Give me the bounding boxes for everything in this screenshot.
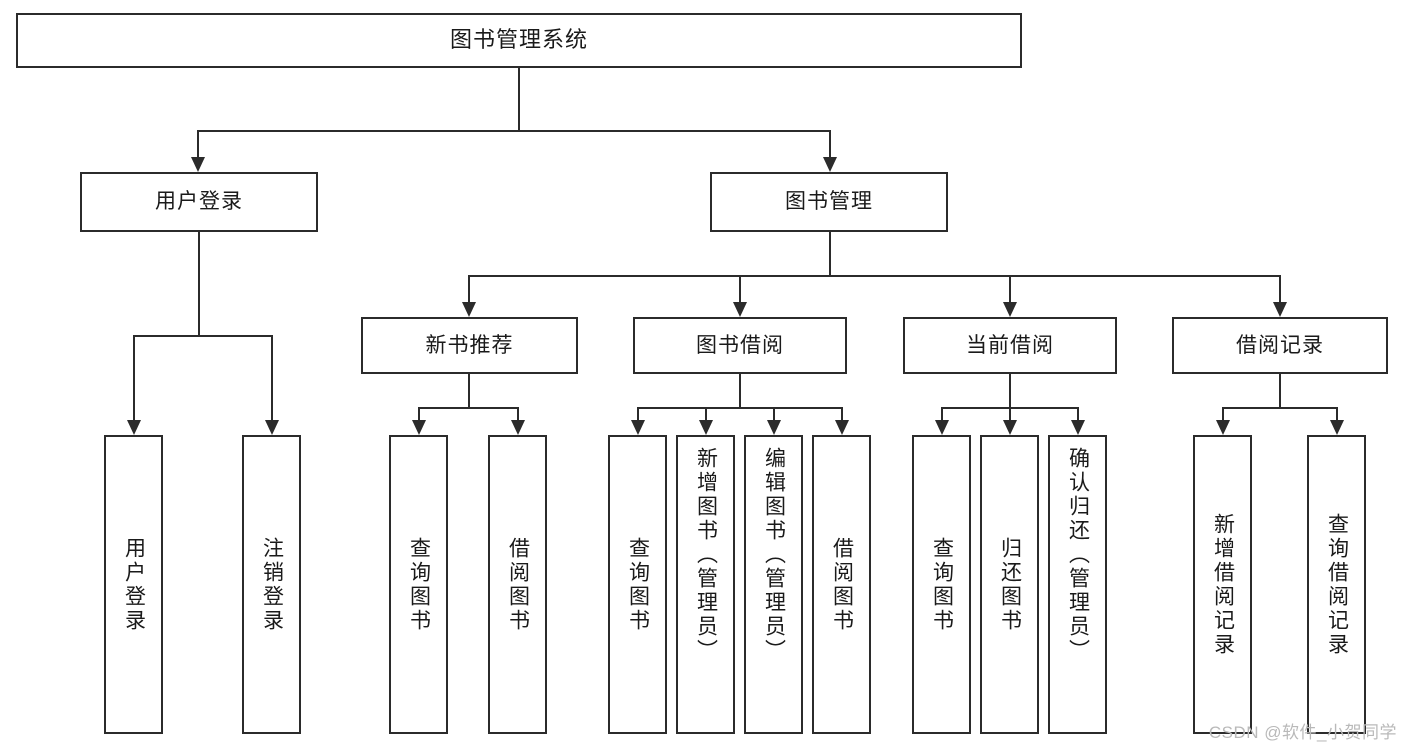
connector-book-borrow-to-leaf-3 [841, 407, 843, 420]
connector-new-book-to-leaf-1 [517, 407, 519, 420]
arrowhead-book-borrow-leaf-3 [835, 420, 849, 435]
connector-user-login-to-leaf-0 [133, 335, 135, 420]
node-label: 图书借阅 [696, 333, 784, 357]
connector-book-mgmt-stem [829, 232, 831, 275]
arrowhead-user-login-leaf-0 [127, 420, 141, 435]
connector-new-book-to-leaf-0 [418, 407, 420, 420]
leaf-user-login-logout[interactable]: 注销登录 [242, 435, 301, 734]
node-label: 新书推荐 [425, 333, 514, 357]
node-borrow-record[interactable]: 借阅记录 [1172, 317, 1388, 374]
connector-book-borrow-bar [637, 407, 843, 409]
arrowhead-current-borrow-leaf-0 [935, 420, 949, 435]
node-book-borrow[interactable]: 图书借阅 [633, 317, 847, 374]
node-label: 查询图书 [626, 536, 650, 633]
connector-user-login-bar [133, 335, 272, 337]
leaf-user-login-login[interactable]: 用户登录 [104, 435, 163, 734]
leaf-new-book-borrow[interactable]: 借阅图书 [488, 435, 547, 734]
leaf-new-book-query[interactable]: 查询图书 [389, 435, 448, 734]
arrowhead-root-to-user-login [191, 157, 205, 172]
connector-current-borrow-to-leaf-2 [1077, 407, 1079, 420]
connector-current-borrow-stem [1009, 374, 1011, 407]
node-label: 查询图书 [407, 536, 431, 633]
connector-new-book-bar [418, 407, 518, 409]
connector-book-borrow-to-leaf-2 [773, 407, 775, 420]
arrowhead-book-borrow-leaf-2 [767, 420, 781, 435]
node-label: 注销登录 [260, 536, 284, 633]
node-new-book-recommend[interactable]: 新书推荐 [361, 317, 578, 374]
arrowhead-book-borrow-leaf-1 [699, 420, 713, 435]
arrowhead-book-mgmt-borrow-record [1273, 302, 1287, 317]
connector-book-mgmt-to-current-borrow [1009, 275, 1011, 302]
arrowhead-book-mgmt-new-book [462, 302, 476, 317]
connector-user-login-stem [198, 232, 200, 335]
node-label: 用户登录 [122, 536, 146, 633]
connector-book-mgmt-to-new-book [468, 275, 470, 302]
node-label: 确认归还（管理员） [1066, 447, 1090, 663]
leaf-borrow-record-query[interactable]: 查询借阅记录 [1307, 435, 1366, 734]
connector-current-borrow-to-leaf-0 [941, 407, 943, 420]
connector-book-mgmt-to-borrow-record [1279, 275, 1281, 302]
connector-book-mgmt-to-borrow-book [739, 275, 741, 302]
arrowhead-borrow-record-leaf-0 [1216, 420, 1230, 435]
node-label: 当前借阅 [966, 333, 1054, 357]
node-book-management[interactable]: 图书管理 [710, 172, 948, 232]
connector-user-login-to-leaf-1 [271, 335, 273, 420]
connector-root-stem [518, 68, 520, 130]
connector-borrow-record-stem [1279, 374, 1281, 407]
connector-borrow-record-to-leaf-0 [1222, 407, 1224, 420]
node-label: 查询图书 [930, 536, 954, 633]
node-label: 归还图书 [998, 536, 1022, 633]
node-label: 新增借阅记录 [1211, 512, 1235, 657]
leaf-current-borrow-query[interactable]: 查询图书 [912, 435, 971, 734]
leaf-book-borrow-edit[interactable]: 编辑图书（管理员） [744, 435, 803, 734]
node-label: 新增图书（管理员） [694, 447, 718, 663]
arrowhead-book-borrow-leaf-0 [631, 420, 645, 435]
connector-book-mgmt-bar [468, 275, 1280, 277]
leaf-book-borrow-add[interactable]: 新增图书（管理员） [676, 435, 735, 734]
node-root-system[interactable]: 图书管理系统 [16, 13, 1022, 68]
connector-book-borrow-to-leaf-1 [705, 407, 707, 420]
leaf-book-borrow-query[interactable]: 查询图书 [608, 435, 667, 734]
connector-book-borrow-stem [739, 374, 741, 407]
connector-new-book-stem [468, 374, 470, 407]
connector-root-to-book-mgmt [829, 130, 831, 157]
arrowhead-book-mgmt-current-borrow [1003, 302, 1017, 317]
node-user-login[interactable]: 用户登录 [80, 172, 318, 232]
connector-borrow-record-to-leaf-1 [1336, 407, 1338, 420]
arrowhead-book-mgmt-borrow-book [733, 302, 747, 317]
leaf-current-borrow-return[interactable]: 归还图书 [980, 435, 1039, 734]
node-label: 借阅图书 [830, 536, 854, 633]
connector-book-borrow-to-leaf-0 [637, 407, 639, 420]
leaf-borrow-record-add[interactable]: 新增借阅记录 [1193, 435, 1252, 734]
node-label: 借阅记录 [1236, 333, 1324, 357]
leaf-current-borrow-confirm[interactable]: 确认归还（管理员） [1048, 435, 1107, 734]
leaf-book-borrow-borrow[interactable]: 借阅图书 [812, 435, 871, 734]
arrowhead-root-to-book-mgmt [823, 157, 837, 172]
node-current-borrow[interactable]: 当前借阅 [903, 317, 1117, 374]
connector-root-bar [197, 130, 831, 132]
node-label: 编辑图书（管理员） [762, 447, 786, 663]
connector-root-to-user-login [197, 130, 199, 157]
node-label: 图书管理 [785, 190, 873, 214]
arrowhead-borrow-record-leaf-1 [1330, 420, 1344, 435]
connector-current-borrow-to-leaf-1 [1009, 407, 1011, 420]
node-label: 借阅图书 [506, 536, 530, 633]
arrowhead-new-book-leaf-1 [511, 420, 525, 435]
node-label: 图书管理系统 [449, 27, 588, 53]
node-label: 查询借阅记录 [1325, 512, 1349, 657]
node-label: 用户登录 [155, 190, 243, 214]
connector-borrow-record-bar [1222, 407, 1337, 409]
arrowhead-current-borrow-leaf-1 [1003, 420, 1017, 435]
arrowhead-user-login-leaf-1 [265, 420, 279, 435]
arrowhead-new-book-leaf-0 [412, 420, 426, 435]
arrowhead-current-borrow-leaf-2 [1071, 420, 1085, 435]
